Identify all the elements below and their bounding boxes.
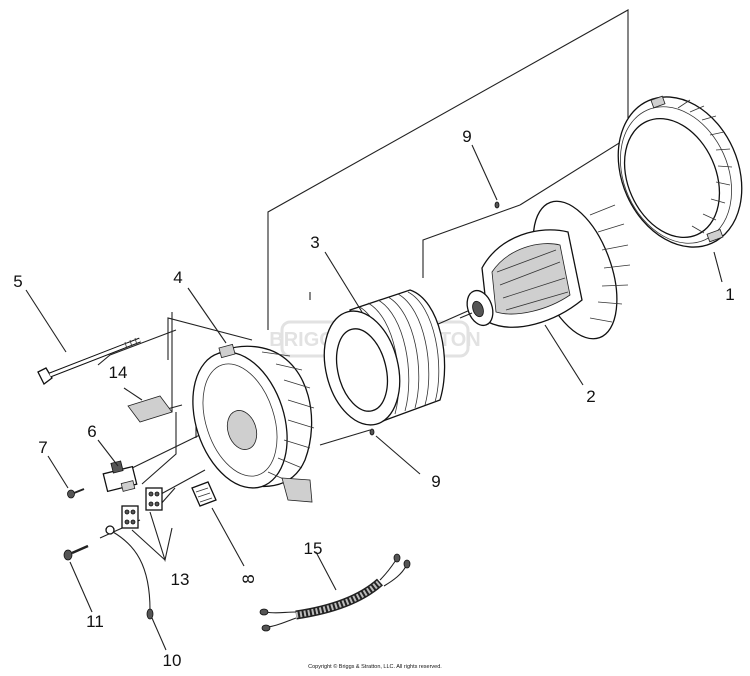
callout-10: 10	[163, 651, 182, 670]
part-end-cover	[617, 95, 743, 248]
callouts: 1 2 3 4 5 6 7 8 9 9 10 11 13 14 15	[13, 127, 734, 670]
callout-13: 13	[171, 570, 190, 589]
callout-leaders	[25, 144, 723, 651]
callout-9-top: 9	[462, 127, 471, 146]
callout-3: 3	[310, 233, 319, 252]
callout-9-bottom: 9	[431, 472, 440, 491]
callout-8: 8	[239, 574, 258, 583]
part-pad	[127, 395, 173, 423]
part-dowel-pins	[369, 201, 500, 436]
part-screw	[63, 544, 89, 561]
callout-11: 11	[86, 612, 104, 631]
part-brush-holder	[102, 460, 138, 493]
callout-6: 6	[87, 422, 96, 441]
copyright-notice: Copyright © Briggs & Stratton, LLC. All …	[308, 664, 442, 670]
callout-7: 7	[38, 438, 47, 457]
callout-5: 5	[13, 272, 22, 291]
part-connector	[191, 481, 217, 507]
part-small-screw	[67, 488, 85, 499]
callout-4: 4	[173, 268, 182, 287]
callout-15: 15	[304, 539, 323, 558]
part-stator	[323, 289, 446, 426]
callout-14: 14	[109, 363, 128, 382]
part-terminal-blocks	[121, 487, 173, 563]
callout-2: 2	[586, 387, 595, 406]
part-rotor	[459, 200, 631, 340]
part-through-bolt	[37, 337, 141, 385]
part-front-bracket	[192, 343, 315, 503]
callout-1: 1	[725, 285, 734, 304]
part-wire-harness	[259, 553, 411, 632]
part-ground-wire	[105, 525, 154, 620]
